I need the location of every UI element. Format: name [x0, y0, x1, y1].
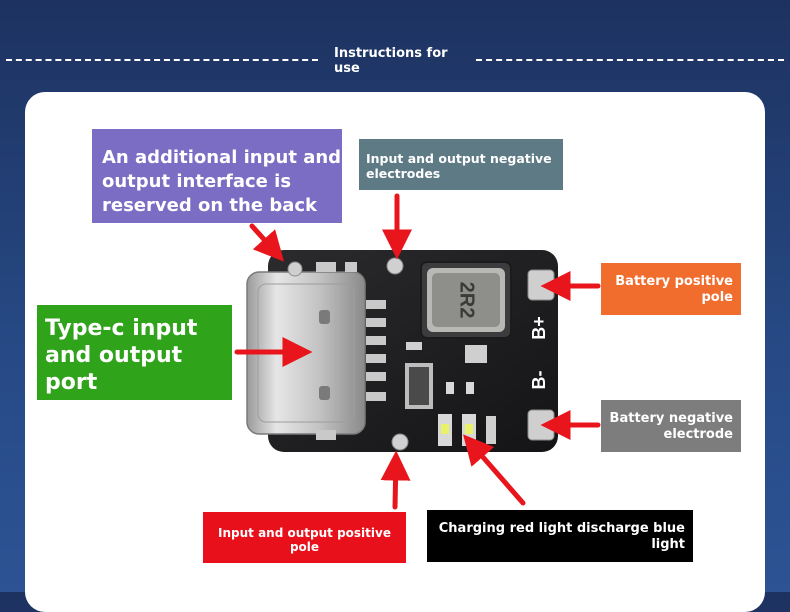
usb-solder-pads — [366, 300, 386, 401]
negative-marking: B- — [529, 371, 549, 390]
arrow-io-positive — [380, 450, 411, 510]
io-positive-pad — [391, 433, 409, 451]
smd-components — [405, 342, 487, 409]
callout-battery-negative: Battery negative electrode — [601, 400, 741, 452]
positive-marking: B+ — [529, 316, 549, 340]
callout-io-negative: Input and output negative electrodes — [359, 139, 563, 190]
callout-indicator-lights: Charging red light discharge blue light — [427, 510, 693, 562]
header-title: Instructions for use — [334, 46, 448, 76]
arrow-led — [463, 434, 526, 506]
header-dash-left — [6, 59, 318, 61]
inductor-marking: 2R2 — [456, 282, 478, 319]
back-interface-pad — [287, 261, 303, 277]
arrow-back-interface — [249, 223, 285, 262]
header-dash-right — [476, 59, 784, 61]
pcb-illustration: 2R2 B+ B- — [234, 193, 601, 510]
callout-io-positive: Input and output positive pole — [203, 512, 406, 563]
callout-battery-positive: Battery positive pole — [601, 263, 741, 315]
callout-back-interface: An additional input and output interface… — [92, 129, 342, 223]
inductor: 2R2 — [420, 261, 512, 339]
callout-typec-port: Type-c input and output port — [37, 305, 232, 400]
io-negative-pad — [386, 257, 404, 275]
